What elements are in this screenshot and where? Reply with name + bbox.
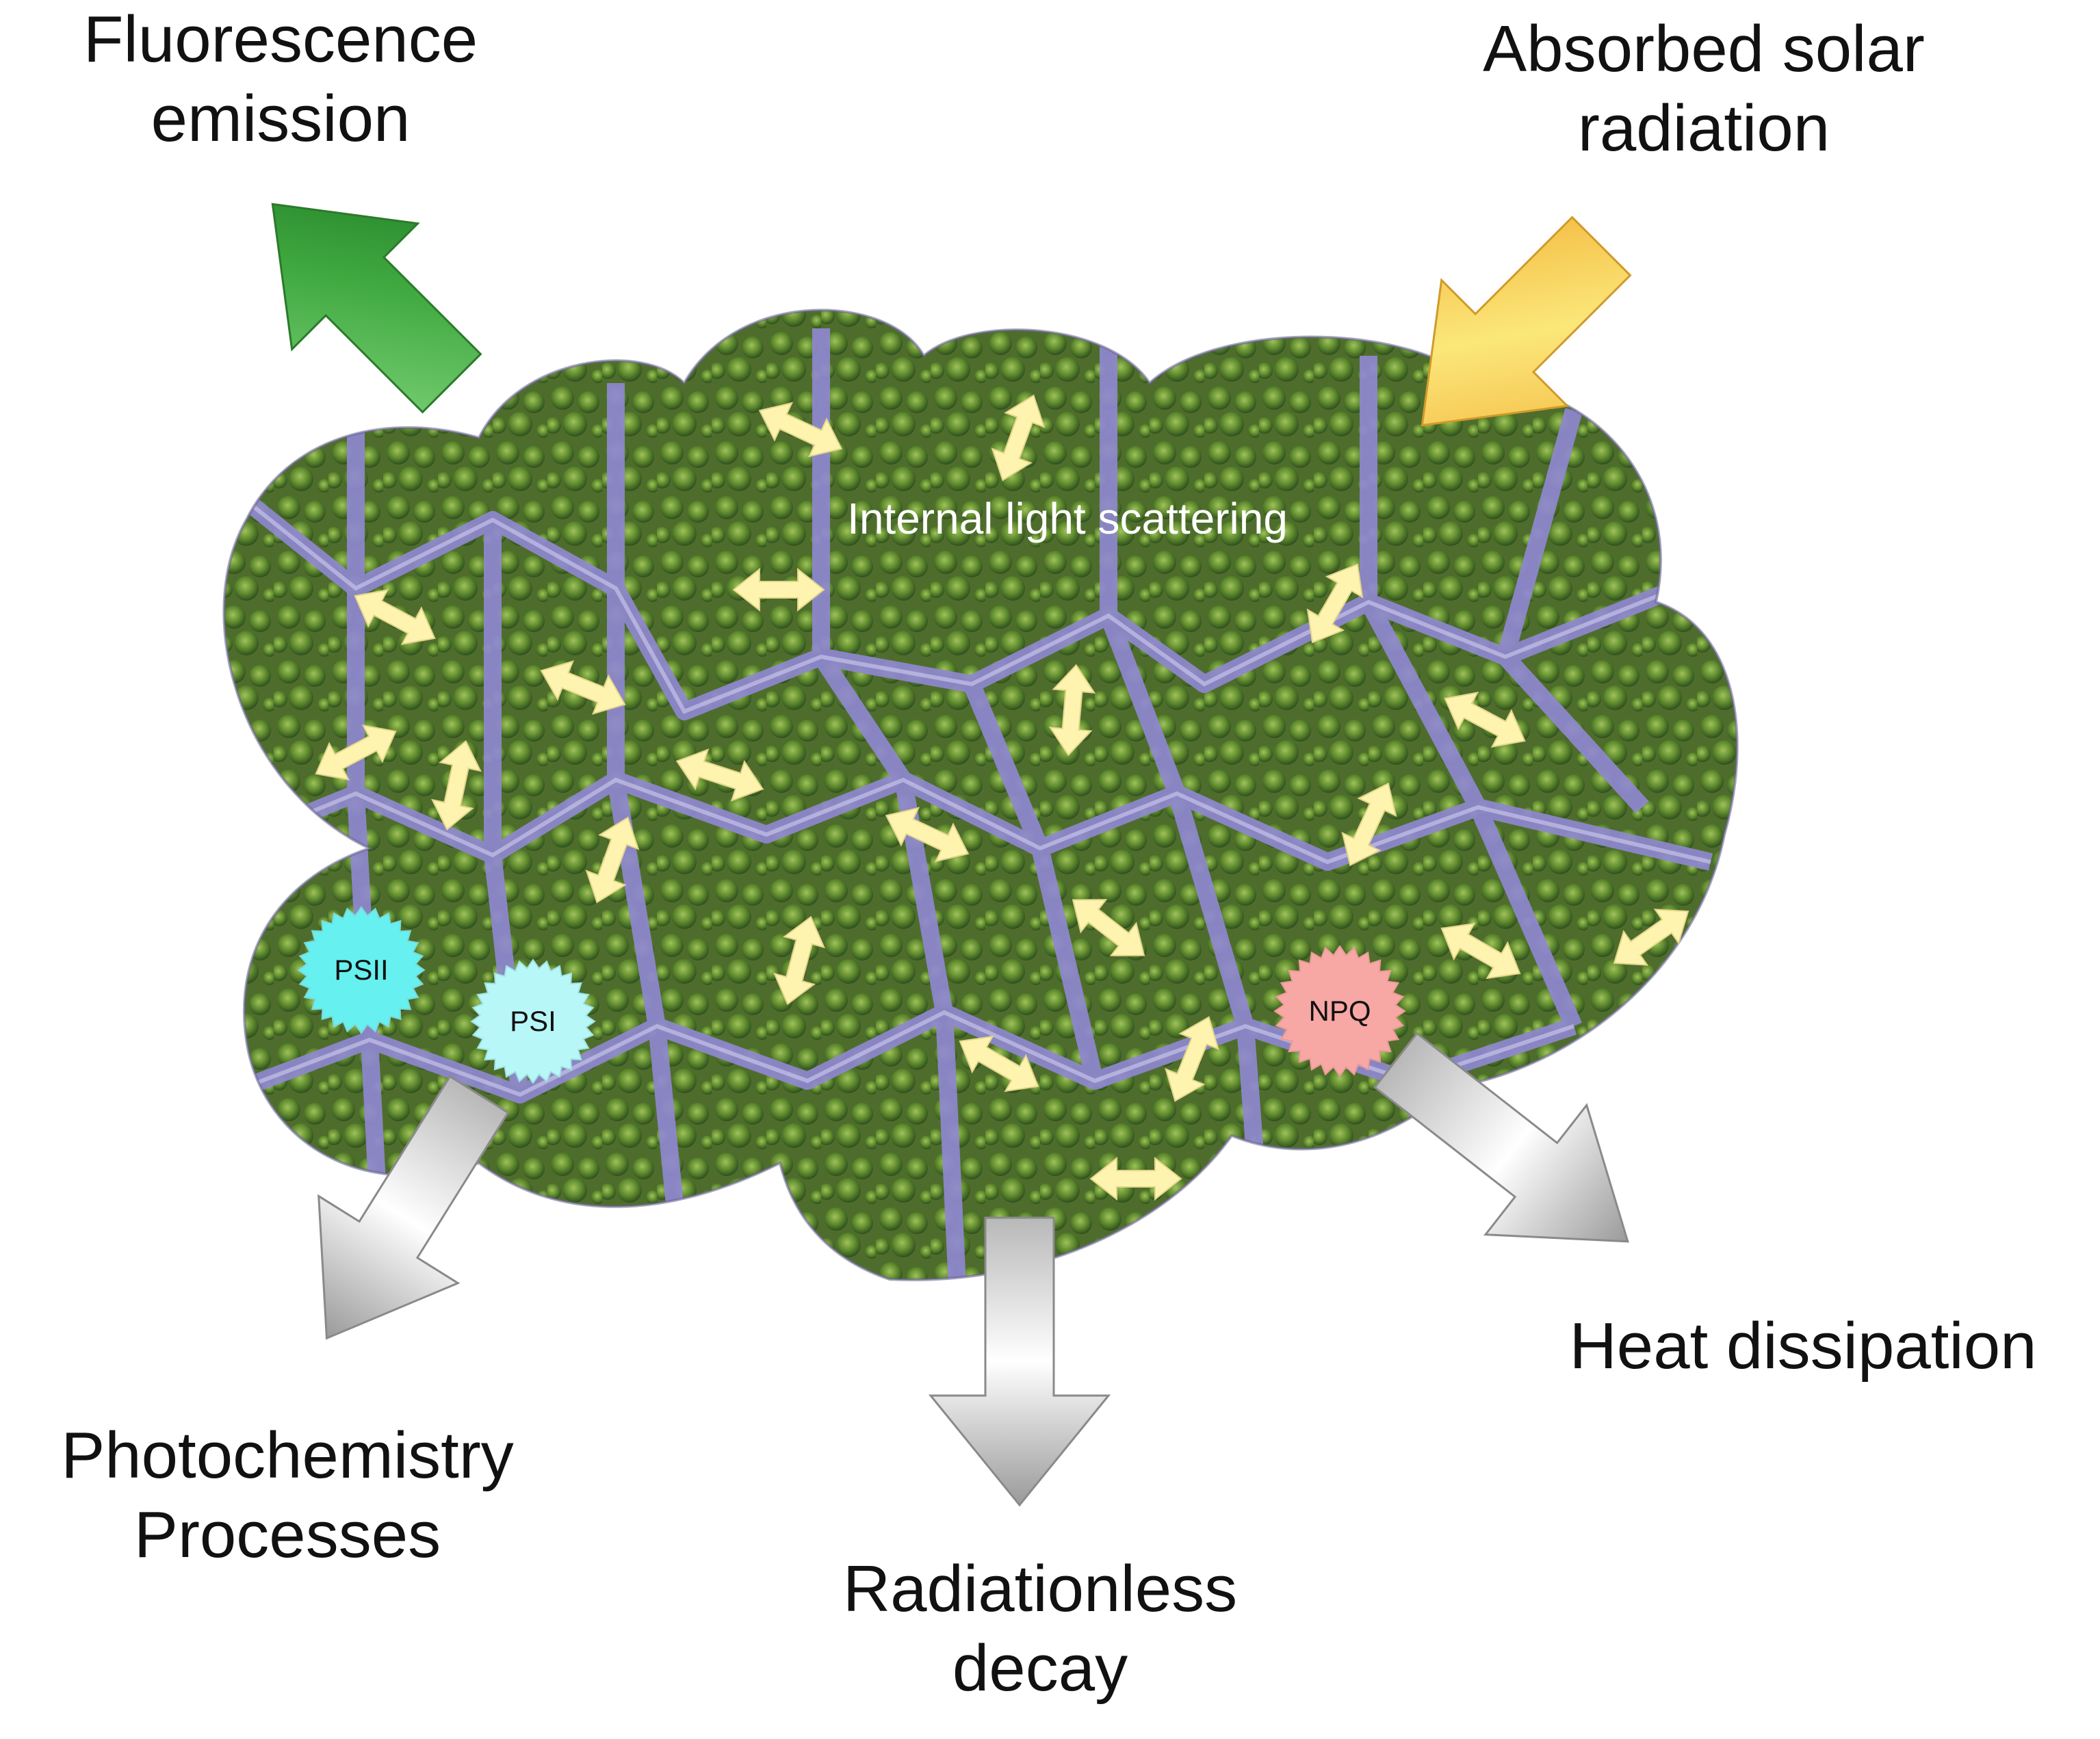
- scatter-arrow-icon: [1089, 1156, 1182, 1201]
- psii-label: PSII: [334, 954, 388, 986]
- scatter-arrow-icon: [1165, 1016, 1219, 1102]
- scatter-arrow-icon: [1048, 664, 1096, 757]
- psi-badge: PSI: [470, 958, 596, 1084]
- fluorescence-label-line1: Fluorescence: [83, 3, 478, 76]
- scatter-arrow-icon: [1444, 692, 1526, 748]
- absorbed-label-line1: Absorbed solar: [1483, 12, 1925, 86]
- heat-label-line1: Heat dissipation: [1569, 1309, 2037, 1383]
- scatter-arrow-icon: [1072, 899, 1145, 956]
- scatter-arrows: [315, 394, 1689, 1201]
- photochemistry-arrow: [317, 1075, 510, 1340]
- scatter-arrow-icon: [959, 1035, 1039, 1093]
- scatter-arrow-icon: [1613, 908, 1689, 966]
- absorbed-radiation-arrow: [1421, 215, 1632, 427]
- npq-label: NPQ: [1308, 995, 1371, 1027]
- radiationless-label: Radiationless decay: [753, 1550, 1327, 1708]
- psii-badge: PSII: [297, 906, 426, 1034]
- absorbed-label-line2: radiation: [1577, 92, 1830, 165]
- scattering-label: Internal light scattering: [847, 494, 1288, 543]
- radiationless-arrow: [928, 1216, 1111, 1507]
- scatter-arrow-icon: [354, 589, 436, 645]
- photochemistry-label: Photochemistry Processes: [0, 1416, 575, 1575]
- heat-dissipation-arrow: [1373, 1032, 1629, 1243]
- scatter-arrow-icon: [540, 660, 626, 715]
- scatter-arrow-icon: [773, 915, 825, 1006]
- radiationless-label-line1: Radiationless: [842, 1552, 1238, 1625]
- photochemistry-label-line2: Processes: [133, 1498, 441, 1571]
- heat-label: Heat dissipation: [1509, 1307, 2097, 1386]
- photochemistry-label-line1: Photochemistry: [61, 1419, 514, 1492]
- scatter-arrow-icon: [315, 724, 397, 781]
- scatter-arrow-icon: [991, 394, 1046, 482]
- radiationless-label-line2: decay: [952, 1632, 1128, 1705]
- scatter-arrow-icon: [585, 816, 640, 904]
- scatter-arrow-icon: [732, 567, 825, 612]
- scatter-arrow-icon: [431, 740, 482, 831]
- scatter-arrow-icon: [1306, 563, 1364, 644]
- fluorescence-label: Fluorescence emission: [21, 0, 541, 159]
- psi-label: PSI: [510, 1005, 556, 1037]
- scatter-arrow-icon: [1341, 782, 1397, 867]
- scatter-arrow-icon: [758, 402, 843, 458]
- scatter-arrow-icon: [885, 807, 970, 863]
- fluorescence-arrow: [271, 202, 482, 414]
- npq-badge: NPQ: [1273, 945, 1406, 1077]
- absorbed-label: Absorbed solar radiation: [1396, 10, 2012, 168]
- scatter-arrow-icon: [675, 748, 764, 802]
- fluorescence-label-line2: emission: [151, 82, 411, 155]
- scatter-arrow-icon: [1440, 922, 1521, 980]
